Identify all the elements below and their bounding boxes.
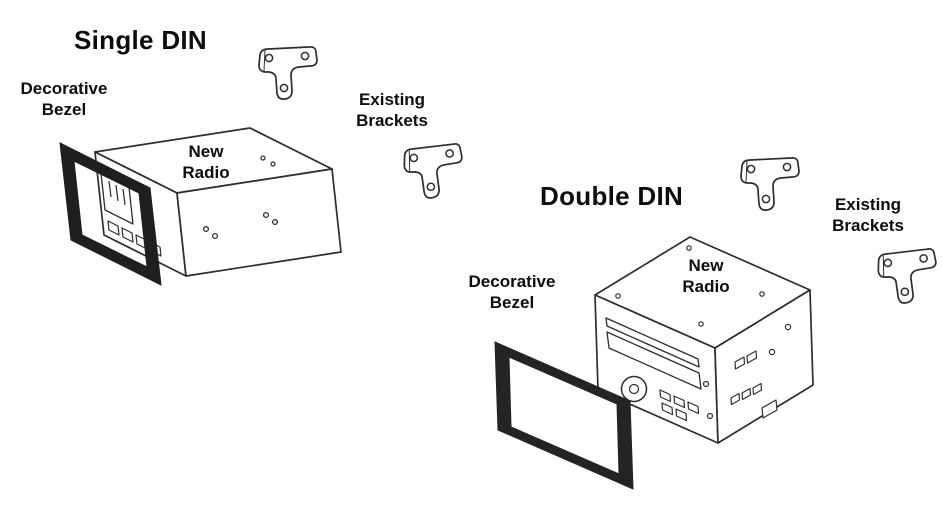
double-din-bezel-figure — [494, 341, 634, 490]
bracket-figure-1 — [258, 46, 318, 100]
double-din-radio-figure — [594, 236, 814, 444]
label-line: Decorative — [468, 272, 556, 291]
radio-screw-holes — [202, 211, 279, 240]
single-din-title: Single DIN — [74, 25, 208, 55]
radio-display — [606, 331, 702, 390]
single-din-bezel-label: Decorative Bezel — [8, 79, 120, 120]
single-din-radio-label: New Radio — [158, 142, 254, 183]
radio-cd-slot — [605, 317, 700, 368]
label-line: Radio — [682, 276, 730, 296]
bracket-figure-4 — [876, 247, 940, 306]
label-line: New — [688, 256, 724, 275]
label-line: Radio — [182, 162, 230, 182]
label-line: New — [188, 142, 224, 161]
single-din-brackets-label: Existing Brackets — [334, 90, 450, 131]
single-din-bezel-figure — [59, 142, 162, 286]
double-din-bezel-label: Decorative Bezel — [456, 272, 568, 313]
label-line: Brackets — [356, 110, 428, 130]
radio-knob-center — [628, 383, 640, 395]
radio-side-face — [176, 168, 342, 277]
label-line: Brackets — [832, 215, 904, 235]
double-din-brackets-label: Existing Brackets — [810, 195, 926, 236]
label-line: Decorative — [20, 79, 108, 98]
label-line: Existing — [834, 195, 902, 214]
bracket-figure-3 — [740, 157, 800, 211]
double-din-radio-label: New Radio — [658, 256, 754, 297]
label-line: Bezel — [41, 99, 87, 119]
radio-buttons — [659, 380, 714, 422]
label-line: Existing — [358, 90, 426, 109]
radio-top-dots — [615, 245, 765, 327]
bracket-figure-2 — [402, 142, 466, 201]
radio-side-details — [730, 323, 792, 419]
display-segments — [108, 180, 126, 206]
radio-top-dots — [260, 155, 276, 167]
label-line: Bezel — [489, 292, 535, 312]
double-din-title: Double DIN — [540, 181, 684, 211]
